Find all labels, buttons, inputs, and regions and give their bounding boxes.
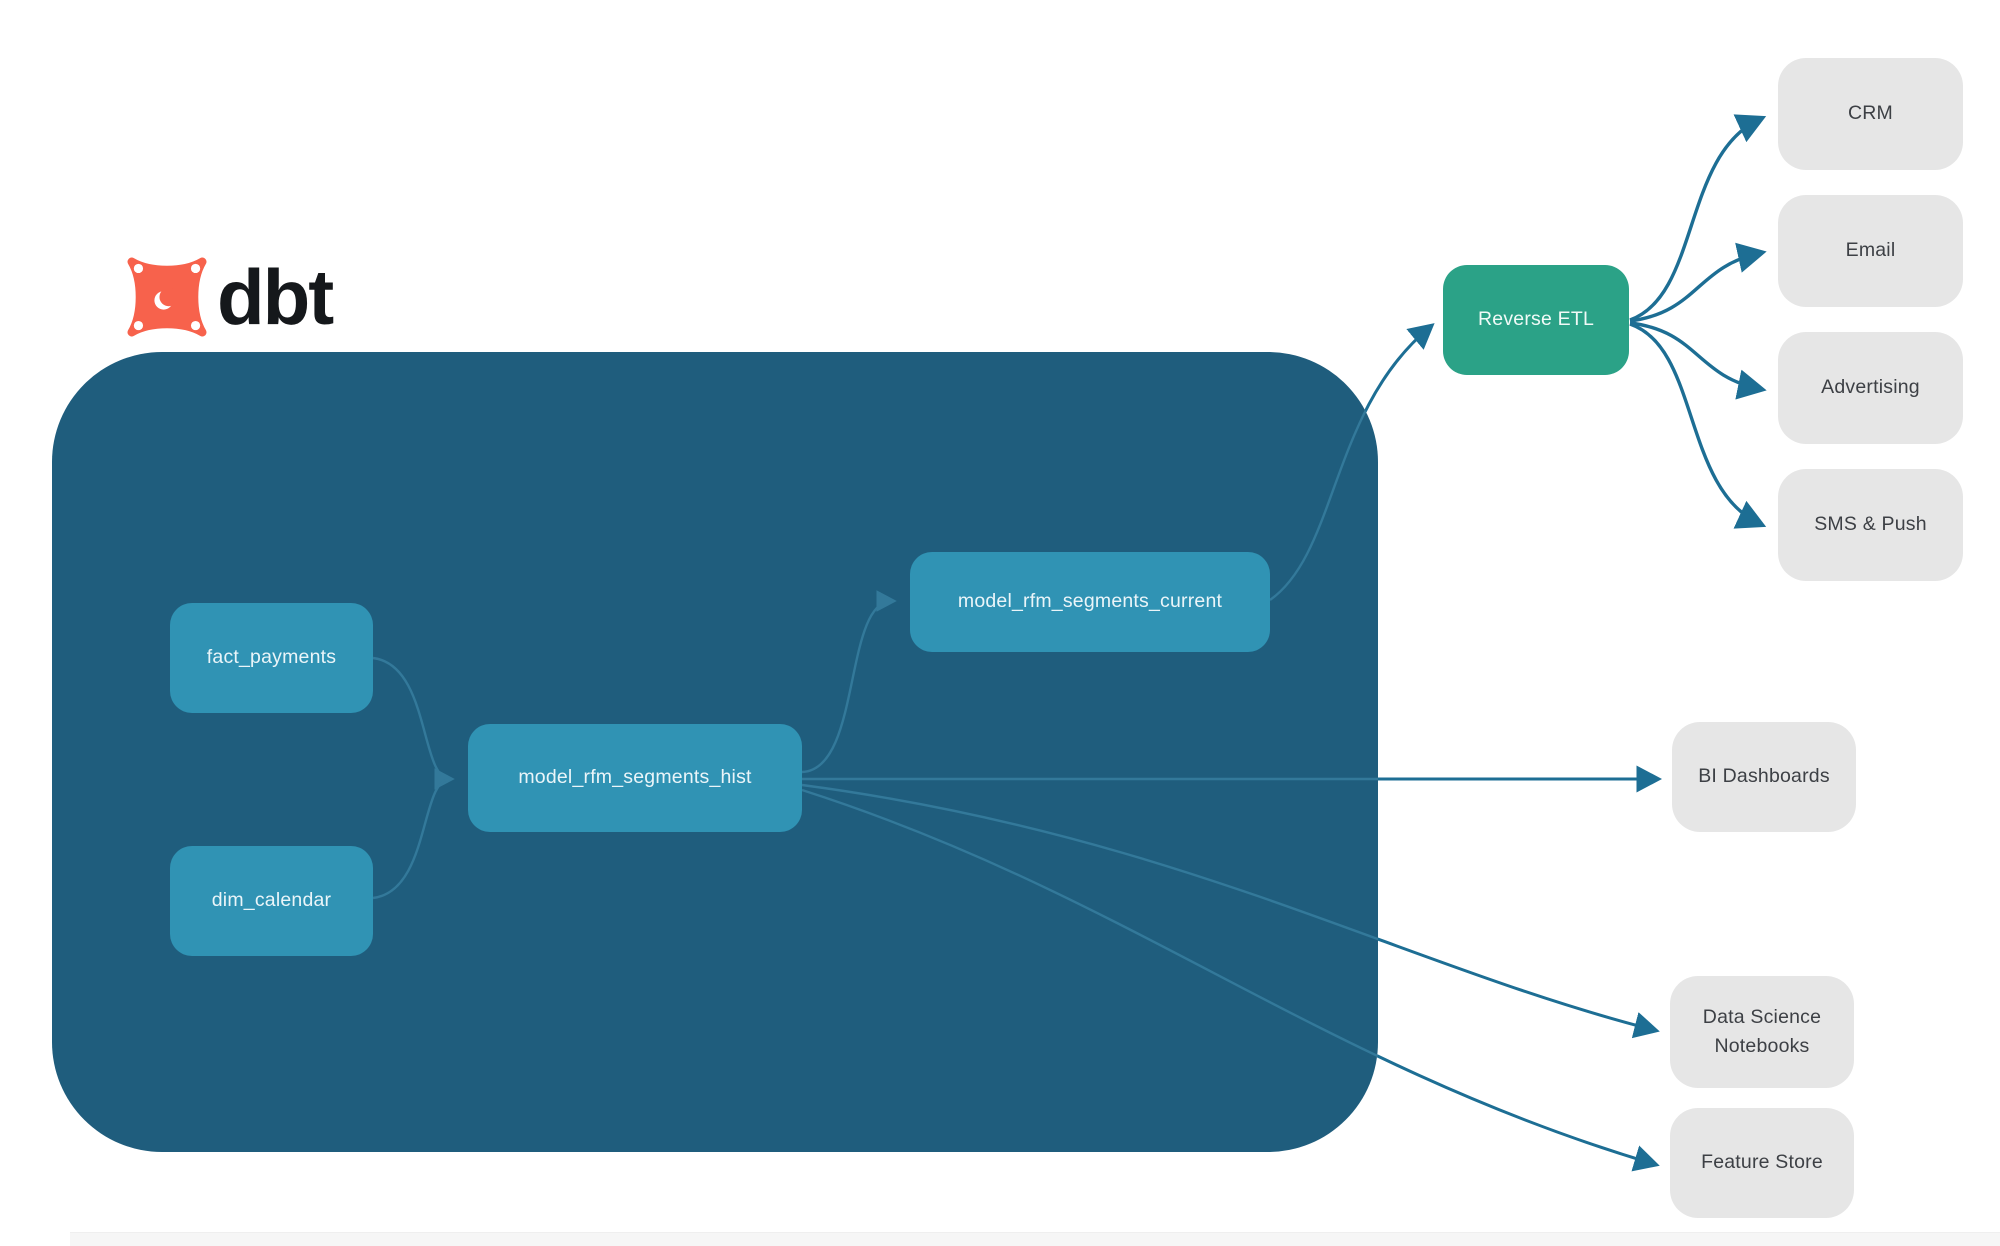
edge-retl-to-crm <box>1629 114 1767 322</box>
node-model-rfm-segments-current-label: model_rfm_segments_current <box>957 590 1223 613</box>
node-bi-dashboards-label: BI Dashboards <box>1698 765 1830 788</box>
node-dim-calendar: dim_calendar <box>170 846 373 956</box>
node-data-science-notebooks: Data Science Notebooks <box>1670 976 1854 1088</box>
node-feature-store: Feature Store <box>1670 1108 1854 1218</box>
node-data-science-notebooks-label: Data Science Notebooks <box>1702 1005 1822 1057</box>
node-reverse-etl-label: Reverse ETL <box>1478 308 1594 331</box>
node-sms-push: SMS & Push <box>1778 469 1963 581</box>
node-email: Email <box>1778 195 1963 307</box>
dbt-logo-text: dbt <box>217 253 334 341</box>
node-fact-payments-label: fact_payments <box>206 646 337 669</box>
node-model-rfm-segments-hist-label: model_rfm_segments_hist <box>518 766 752 789</box>
bottom-edge-strip <box>70 1232 2000 1246</box>
node-bi-dashboards: BI Dashboards <box>1672 722 1856 832</box>
dbt-flame-icon <box>127 257 207 337</box>
edge-retl-to-email <box>1629 242 1767 323</box>
node-reverse-etl: Reverse ETL <box>1443 265 1629 375</box>
node-crm: CRM <box>1778 58 1963 170</box>
node-model-rfm-segments-hist: model_rfm_segments_hist <box>468 724 802 832</box>
node-fact-payments: fact_payments <box>170 603 373 713</box>
node-crm-label: CRM <box>1847 102 1893 125</box>
node-model-rfm-segments-current: model_rfm_segments_current <box>910 552 1270 652</box>
dbt-logo: dbt <box>125 253 334 341</box>
node-feature-store-label: Feature Store <box>1701 1151 1823 1174</box>
node-advertising-label: Advertising <box>1821 376 1920 399</box>
edge-retl-to-advertising <box>1629 321 1767 400</box>
node-email-label: Email <box>1845 239 1896 262</box>
edge-retl-to-sms <box>1629 322 1767 529</box>
node-sms-push-label: SMS & Push <box>1814 513 1927 536</box>
node-advertising: Advertising <box>1778 332 1963 444</box>
node-dim-calendar-label: dim_calendar <box>211 889 332 912</box>
